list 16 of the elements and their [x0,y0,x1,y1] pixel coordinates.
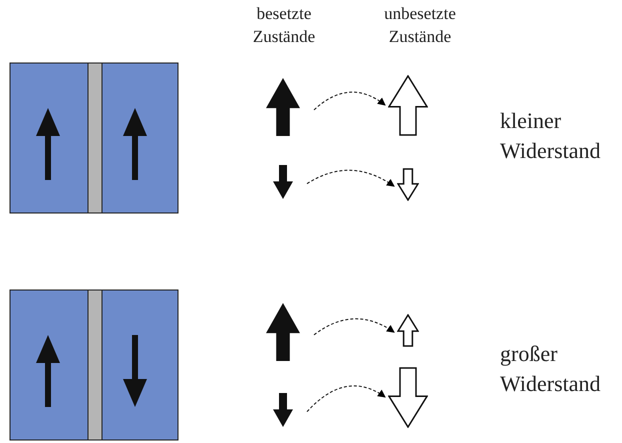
curved-arrow [306,170,395,187]
column-heading: unbesetzte Zustände [383,3,457,48]
occupied-state-arrow [273,165,293,199]
unoccupied-state-arrow [388,75,428,136]
unoccupied-state-arrow [388,367,428,428]
curved-arrow [314,92,386,110]
resistance-label: kleiner Widerstand [500,107,602,165]
occupied-state-arrow [266,303,300,361]
occupied-state-arrow [266,78,300,136]
occupied-state-arrow [273,393,293,427]
curved-arrow [306,385,386,412]
curved-arrow [314,318,395,336]
unoccupied-state-arrow [397,314,419,347]
column-heading: besetzte Zustände [252,3,316,48]
unoccupied-state-arrow [397,168,419,201]
resistance-label: großer Widerstand [500,340,602,398]
